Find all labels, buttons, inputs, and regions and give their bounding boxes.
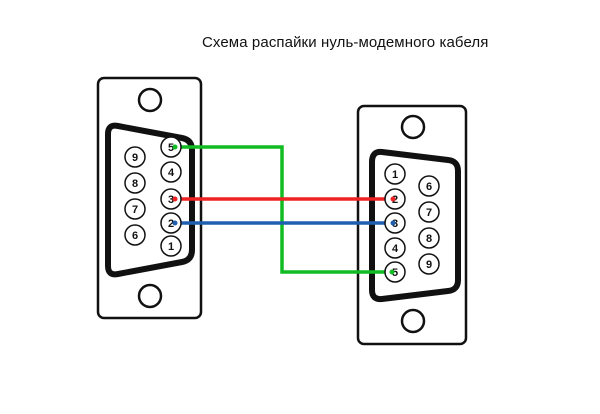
wires bbox=[175, 145, 393, 274]
right-mounting-hole-bottom bbox=[400, 308, 426, 334]
svg-text:6: 6 bbox=[426, 181, 432, 193]
svg-text:9: 9 bbox=[426, 259, 432, 271]
svg-text:9: 9 bbox=[132, 152, 138, 164]
left-pin-6: 6 bbox=[124, 224, 146, 246]
left-pin-4: 4 bbox=[160, 161, 182, 183]
right-pin-5: 5 bbox=[384, 261, 406, 283]
right-pin-4: 4 bbox=[384, 237, 406, 259]
left-pin-2: 2 bbox=[160, 212, 182, 234]
svg-text:8: 8 bbox=[132, 178, 138, 190]
wire-dot-right-2 bbox=[390, 196, 396, 202]
wire-dot-right-3 bbox=[390, 220, 396, 226]
svg-text:1: 1 bbox=[392, 169, 398, 181]
svg-text:7: 7 bbox=[132, 204, 138, 216]
left-pin-7: 7 bbox=[124, 198, 146, 220]
left-pin-3: 3 bbox=[160, 188, 182, 210]
svg-text:1: 1 bbox=[168, 241, 174, 253]
svg-text:5: 5 bbox=[168, 142, 174, 154]
svg-text:2: 2 bbox=[168, 218, 174, 230]
left-pin-5: 5 bbox=[160, 136, 182, 158]
page-title: Схема распайки нуль-модемного кабеля bbox=[202, 34, 489, 51]
wire-dot-left-3 bbox=[172, 196, 178, 202]
left-pin-8: 8 bbox=[124, 172, 146, 194]
wire-green-pin5-pin5 bbox=[175, 145, 392, 274]
svg-text:3: 3 bbox=[168, 194, 174, 206]
right-pin-7: 7 bbox=[418, 201, 440, 223]
svg-text:7: 7 bbox=[426, 207, 432, 219]
svg-text:5: 5 bbox=[392, 267, 398, 279]
right-mounting-hole-top bbox=[400, 114, 426, 140]
wire-dot-left-5 bbox=[172, 144, 178, 150]
svg-text:6: 6 bbox=[132, 230, 138, 242]
svg-text:4: 4 bbox=[168, 167, 175, 179]
pins: 5 4 3 2 1 9 8 7 6 1 2 3 4 5 6 7 8 9 bbox=[124, 136, 440, 283]
right-connector bbox=[356, 104, 468, 346]
right-pin-9: 9 bbox=[418, 253, 440, 275]
svg-text:8: 8 bbox=[426, 233, 432, 245]
svg-text:4: 4 bbox=[392, 243, 399, 255]
wire-end-dots bbox=[172, 144, 396, 275]
left-pin-9: 9 bbox=[124, 146, 146, 168]
right-pin-6: 6 bbox=[418, 175, 440, 197]
right-pin-8: 8 bbox=[418, 227, 440, 249]
left-pin-1: 1 bbox=[160, 235, 182, 257]
left-mounting-hole-top bbox=[137, 87, 163, 113]
left-mounting-hole-bottom bbox=[137, 283, 163, 309]
right-pin-1: 1 bbox=[384, 163, 406, 185]
wire-dot-left-2 bbox=[172, 220, 178, 226]
wire-dot-right-5 bbox=[389, 269, 395, 275]
